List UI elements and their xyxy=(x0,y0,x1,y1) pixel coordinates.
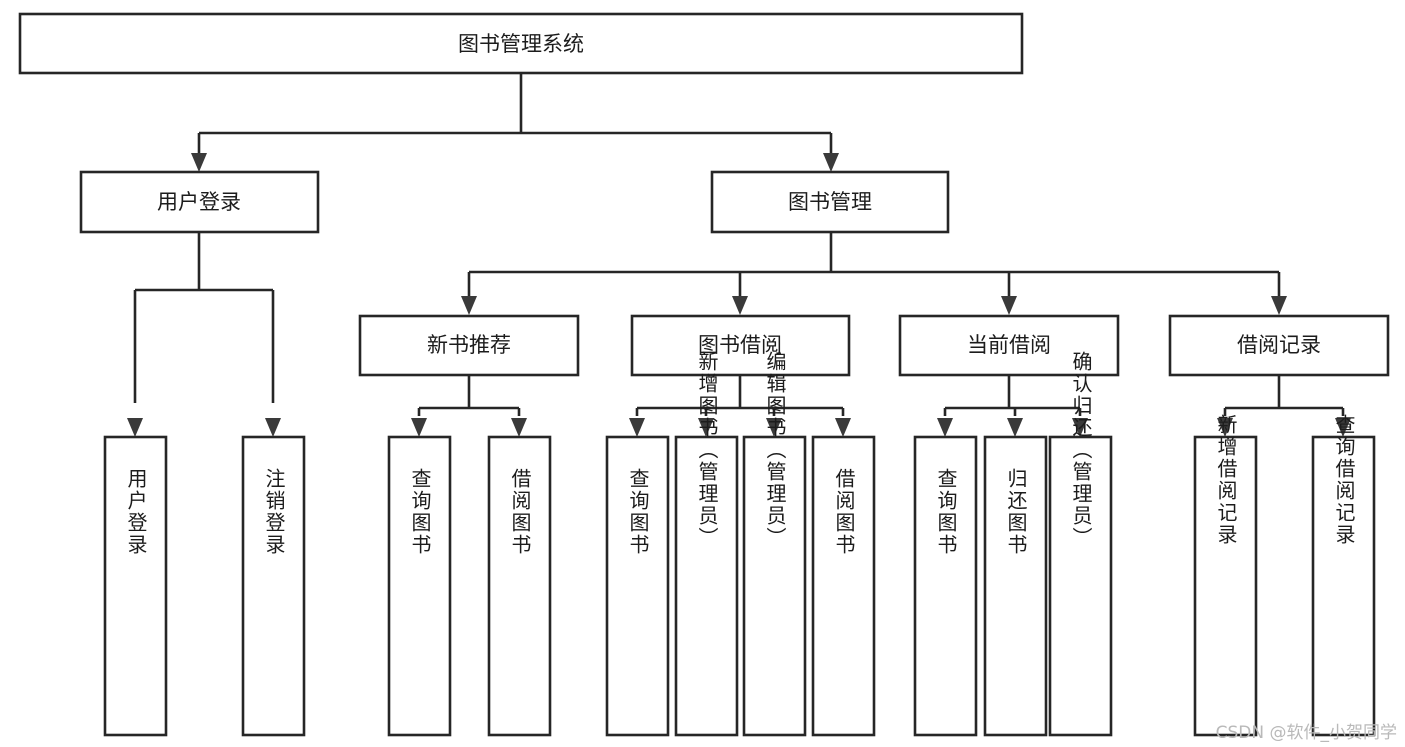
node-new-book-recommend-box[interactable] xyxy=(358,314,580,377)
leaf-borrow-4-box[interactable] xyxy=(811,435,876,737)
leaf-current-1[interactable]: 查询图书 xyxy=(913,435,978,737)
leaf-record-1-label: 新增借阅记录 xyxy=(1214,414,1238,546)
leaf-borrow-2[interactable]: 新增图书（管理员） xyxy=(674,351,739,737)
node-book-borrow[interactable]: 图书借阅 xyxy=(630,314,851,377)
node-borrow-record-label: 借阅记录 xyxy=(1237,333,1321,357)
arrow-bm-to-record xyxy=(1271,296,1287,315)
leaf-borrow-2-label: 新增图书（管理员） xyxy=(695,351,719,549)
arrow-root-to-bookmgmt xyxy=(823,153,839,172)
node-root-label: 图书管理系统 xyxy=(458,32,584,56)
leaf-new-book-2-label: 借阅图书 xyxy=(508,468,532,556)
node-current-borrow-box[interactable] xyxy=(898,314,1120,377)
node-book-borrow-label: 图书借阅 xyxy=(698,333,782,357)
arrow-nb-leaf-2 xyxy=(511,418,527,437)
connector-group-root xyxy=(191,73,839,172)
node-user-login-label: 用户登录 xyxy=(157,190,241,214)
arrow-bw-leaf-1 xyxy=(629,418,645,437)
leaf-user-login-2-label: 注销登录 xyxy=(262,468,286,556)
leaf-record-1-box[interactable] xyxy=(1193,435,1258,737)
node-borrow-record[interactable]: 借阅记录 xyxy=(1168,314,1390,377)
leaf-borrow-3-box[interactable] xyxy=(742,435,807,737)
arrow-bm-to-current xyxy=(1001,296,1017,315)
leaf-record-2-box[interactable] xyxy=(1311,435,1376,737)
leaf-current-3[interactable]: 确认归还（管理员） xyxy=(1048,351,1113,737)
leaf-record-2[interactable]: 查询借阅记录 xyxy=(1311,414,1376,737)
leaf-current-3-box[interactable] xyxy=(1048,435,1113,737)
node-book-borrow-box[interactable] xyxy=(630,314,851,377)
leaf-current-3-label: 确认归还（管理员） xyxy=(1069,351,1093,549)
leaf-current-2-box[interactable] xyxy=(983,435,1048,737)
node-book-management-box[interactable] xyxy=(710,170,950,234)
connector-group-borrow xyxy=(629,375,851,437)
leaf-borrow-4[interactable]: 借阅图书 xyxy=(811,435,876,737)
arrow-user-leaf-2 xyxy=(265,418,281,437)
leaf-borrow-1-label: 查询图书 xyxy=(626,468,650,556)
node-borrow-record-box[interactable] xyxy=(1168,314,1390,377)
leaf-user-login-2-box[interactable] xyxy=(241,435,306,737)
connector-group-record xyxy=(1217,375,1351,437)
arrow-nb-leaf-1 xyxy=(411,418,427,437)
node-user-login-box[interactable] xyxy=(79,170,320,234)
node-book-management[interactable]: 图书管理 xyxy=(710,170,950,234)
leaf-user-login-1-box[interactable] xyxy=(103,435,168,737)
leaf-new-book-2[interactable]: 借阅图书 xyxy=(487,435,552,737)
leaf-current-2[interactable]: 归还图书 xyxy=(983,435,1048,737)
connector-group-newbook xyxy=(411,375,527,437)
node-book-management-label: 图书管理 xyxy=(788,190,872,214)
arrow-root-to-user xyxy=(191,153,207,172)
arrow-bm-to-newbook xyxy=(461,296,477,315)
connector-group-book-mgmt xyxy=(461,232,1287,315)
arrow-cu-leaf-2 xyxy=(1007,418,1023,437)
leaf-borrow-3[interactable]: 编辑图书（管理员） xyxy=(742,351,807,737)
node-current-borrow-label: 当前借阅 xyxy=(967,333,1051,357)
leaf-user-login-1[interactable]: 用户登录 xyxy=(103,435,168,737)
leaf-new-book-1-box[interactable] xyxy=(387,435,452,737)
leaf-record-2-label: 查询借阅记录 xyxy=(1332,414,1356,546)
leaf-borrow-4-label: 借阅图书 xyxy=(832,468,856,556)
connector-group-user-login xyxy=(127,232,281,437)
node-current-borrow[interactable]: 当前借阅 xyxy=(898,314,1120,377)
leaf-user-login-1-label: 用户登录 xyxy=(124,468,148,556)
leaf-current-2-label: 归还图书 xyxy=(1004,468,1028,556)
arrow-bw-leaf-4 xyxy=(835,418,851,437)
leaf-borrow-1-box[interactable] xyxy=(605,435,670,737)
leaf-new-book-1[interactable]: 查询图书 xyxy=(387,435,452,737)
leaf-user-login-2[interactable]: 注销登录 xyxy=(241,435,306,737)
leaf-new-book-2-box[interactable] xyxy=(487,435,552,737)
leaf-new-book-1-label: 查询图书 xyxy=(408,468,432,556)
leaf-borrow-2-box[interactable] xyxy=(674,435,739,737)
leaf-borrow-3-label: 编辑图书（管理员） xyxy=(763,351,787,549)
arrow-user-leaf-1 xyxy=(127,418,143,437)
leaf-current-1-box[interactable] xyxy=(913,435,978,737)
arrow-cu-leaf-1 xyxy=(937,418,953,437)
node-new-book-recommend[interactable]: 新书推荐 xyxy=(358,314,580,377)
connector-group-current xyxy=(937,375,1088,437)
leaf-record-1[interactable]: 新增借阅记录 xyxy=(1193,414,1258,737)
leaf-borrow-1[interactable]: 查询图书 xyxy=(605,435,670,737)
node-new-book-recommend-label: 新书推荐 xyxy=(427,333,511,357)
node-user-login[interactable]: 用户登录 xyxy=(79,170,320,234)
leaf-current-1-label: 查询图书 xyxy=(934,468,958,556)
node-root-box[interactable] xyxy=(18,12,1024,75)
node-root-system[interactable]: 图书管理系统 xyxy=(18,12,1024,75)
arrow-bm-to-borrow xyxy=(732,296,748,315)
